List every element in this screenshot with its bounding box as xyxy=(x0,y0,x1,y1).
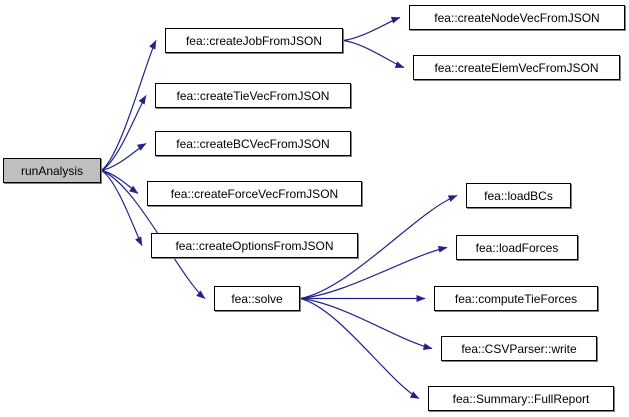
graph-node-createOptionsFromJSON[interactable]: fea::createOptionsFromJSON xyxy=(151,233,358,258)
graph-node-createForceVecFromJSON[interactable]: fea::createForceVecFromJSON xyxy=(147,181,362,206)
graph-edge-createJobFromJSON-to-createNodeVecFromJSON xyxy=(342,16,401,42)
graph-node-label: fea::createTieVecFromJSON xyxy=(176,88,330,103)
graph-node-label: fea::Summary::FullReport xyxy=(452,391,590,406)
graph-node-createJobFromJSON[interactable]: fea::createJobFromJSON xyxy=(165,28,343,53)
graph-node-label: fea::solve xyxy=(231,291,283,306)
graph-node-label: fea::loadBCs xyxy=(484,188,553,203)
graph-edge-runAnalysis-to-createOptionsFromJSON xyxy=(100,169,143,246)
graph-node-summaryFullReport[interactable]: fea::Summary::FullReport xyxy=(428,386,614,411)
graph-node-label: fea::createElemVecFromJSON xyxy=(434,60,599,75)
graph-node-createElemVecFromJSON[interactable]: fea::createElemVecFromJSON xyxy=(413,55,620,80)
graph-edge-solve-to-loadForces xyxy=(299,245,448,300)
graph-node-label: fea::CSVParser::write xyxy=(461,341,577,356)
graph-node-loadForces[interactable]: fea::loadForces xyxy=(456,235,578,260)
graph-node-label: fea::createBCVecFromJSON xyxy=(176,136,330,151)
graph-edge-solve-to-summaryFullReport xyxy=(299,297,420,400)
graph-edge-runAnalysis-to-createForceVecFromJSON xyxy=(100,169,139,194)
graph-node-label: fea::createForceVecFromJSON xyxy=(170,186,339,201)
graph-edge-runAnalysis-to-solve xyxy=(100,169,206,299)
graph-node-createBCVecFromJSON[interactable]: fea::createBCVecFromJSON xyxy=(155,131,351,156)
graph-node-computeTieForces[interactable]: fea::computeTieForces xyxy=(434,286,598,311)
graph-node-solve[interactable]: fea::solve xyxy=(214,286,300,311)
graph-edge-runAnalysis-to-createBCVecFromJSON xyxy=(100,142,147,172)
edge-layer xyxy=(100,16,458,400)
graph-node-runAnalysis[interactable]: runAnalysis xyxy=(3,158,101,183)
graph-node-loadBCs[interactable]: fea::loadBCs xyxy=(466,183,571,208)
graph-node-createNodeVecFromJSON[interactable]: fea::createNodeVecFromJSON xyxy=(409,5,625,30)
graph-node-label: fea::createNodeVecFromJSON xyxy=(434,10,600,25)
graph-node-label: fea::createOptionsFromJSON xyxy=(175,238,334,253)
graph-node-label: fea::loadForces xyxy=(475,240,559,255)
graph-node-label: fea::createJobFromJSON xyxy=(185,33,323,48)
graph-edge-runAnalysis-to-createJobFromJSON xyxy=(100,40,157,172)
graph-node-csvParserWrite[interactable]: fea::CSVParser::write xyxy=(441,336,597,361)
graph-node-label: runAnalysis xyxy=(20,163,84,178)
graph-edge-solve-to-loadBCs xyxy=(299,194,458,300)
graph-edge-runAnalysis-to-createTieVecFromJSON xyxy=(100,95,147,172)
graph-edge-createJobFromJSON-to-createElemVecFromJSON xyxy=(342,39,405,69)
graph-node-createTieVecFromJSON[interactable]: fea::createTieVecFromJSON xyxy=(155,83,351,108)
graph-edge-solve-to-csvParserWrite xyxy=(299,297,433,350)
graph-node-label: fea::computeTieForces xyxy=(454,291,578,306)
